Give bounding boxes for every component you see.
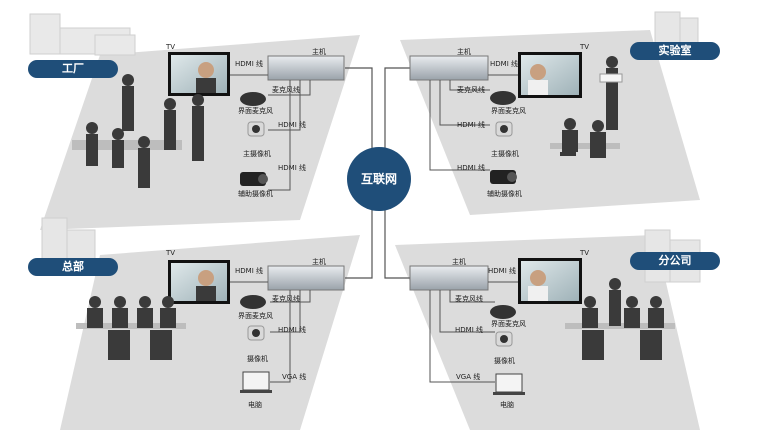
hq-hdmi-tv-label: HDMI 线 <box>235 267 263 275</box>
branch-hdmi-cam-label: HDMI 线 <box>455 326 483 334</box>
hq-people-silhouettes <box>76 296 186 360</box>
factory-tv <box>168 52 230 96</box>
branch-vga-label: VGA 线 <box>456 373 481 381</box>
lab-host-label: 主机 <box>457 48 471 56</box>
factory-mic-label: 界面麦克风 <box>238 107 273 115</box>
branch-cam-label: 摄像机 <box>494 357 515 365</box>
site-tag-branch: 分公司 <box>630 252 720 270</box>
branch-pc-icon <box>493 373 525 395</box>
site-tag-hq: 总部 <box>28 258 118 276</box>
branch-tv-label: TV <box>580 249 590 257</box>
lab-camera-icon <box>495 121 513 137</box>
hq-mic-icon <box>240 295 266 309</box>
lab-mic-icon <box>490 91 516 105</box>
factory-hdmi-tv-label: HDMI 线 <box>235 60 263 68</box>
lab-tv <box>518 52 582 98</box>
hq-hdmi-cam-label: HDMI 线 <box>278 326 306 334</box>
hq-vga-label: VGA 线 <box>282 373 307 381</box>
site-tag-lab: 实验室 <box>630 42 720 60</box>
branch-people-silhouettes <box>565 278 675 360</box>
factory-host <box>267 55 345 81</box>
hq-pc-label: 电脑 <box>248 401 262 409</box>
site-tag-factory: 工厂 <box>28 60 118 78</box>
network-links <box>345 67 410 279</box>
factory-camera-icon <box>247 121 265 137</box>
factory-mic-icon <box>240 92 266 106</box>
hq-pc-icon <box>240 371 272 393</box>
branch-mic-line-label: 麦克风线 <box>455 295 483 303</box>
branch-host <box>409 265 489 291</box>
branch-camera-icon <box>495 331 513 347</box>
lab-hdmi-tv-label: HDMI 线 <box>490 60 518 68</box>
factory-aux-camera-icon <box>240 172 268 186</box>
lab-host <box>409 55 489 81</box>
factory-aux-cam-label: 辅助摄像机 <box>238 190 273 198</box>
lab-building-icon <box>654 11 699 47</box>
factory-tv-label: TV <box>166 43 176 51</box>
branch-mic-icon <box>490 305 516 319</box>
hq-camera-icon <box>247 325 265 341</box>
hq-mic-label: 界面麦克风 <box>238 312 273 320</box>
factory-building-icon <box>29 13 136 56</box>
internet-hub: 互联网 <box>347 147 411 211</box>
factory-hdmi-cam-label: HDMI 线 <box>278 121 306 129</box>
branch-tv <box>518 258 582 304</box>
lab-aux-cam-label: 辅助摄像机 <box>487 190 522 198</box>
lab-hdmi-aux-label: HDMI 线 <box>457 164 485 172</box>
hq-host-label: 主机 <box>312 258 326 266</box>
branch-host-label: 主机 <box>452 258 466 266</box>
factory-host-label: 主机 <box>312 48 326 56</box>
hq-host <box>267 265 345 291</box>
factory-hdmi-aux-label: HDMI 线 <box>278 164 306 172</box>
lab-people-silhouettes <box>550 56 623 158</box>
hq-cam-label: 摄像机 <box>247 355 268 363</box>
branch-pc-label: 电脑 <box>500 401 514 409</box>
hq-tv <box>168 260 230 304</box>
factory-mic-line-label: 麦克风线 <box>272 86 300 94</box>
factory-people-silhouettes <box>72 74 204 188</box>
lab-mic-line-label: 麦克风线 <box>457 86 485 94</box>
hq-mic-line-label: 麦克风线 <box>272 295 300 303</box>
branch-mic-label: 界面麦克风 <box>491 320 526 328</box>
lab-tv-label: TV <box>580 43 590 51</box>
branch-hdmi-tv-label: HDMI 线 <box>488 267 516 275</box>
factory-cam-label: 主摄像机 <box>243 150 271 158</box>
lab-mic-label: 界面麦克风 <box>491 107 526 115</box>
lab-aux-camera-icon <box>490 170 517 184</box>
hq-tv-label: TV <box>166 249 176 257</box>
lab-cam-label: 主摄像机 <box>491 150 519 158</box>
lab-hdmi-cam-label: HDMI 线 <box>457 121 485 129</box>
